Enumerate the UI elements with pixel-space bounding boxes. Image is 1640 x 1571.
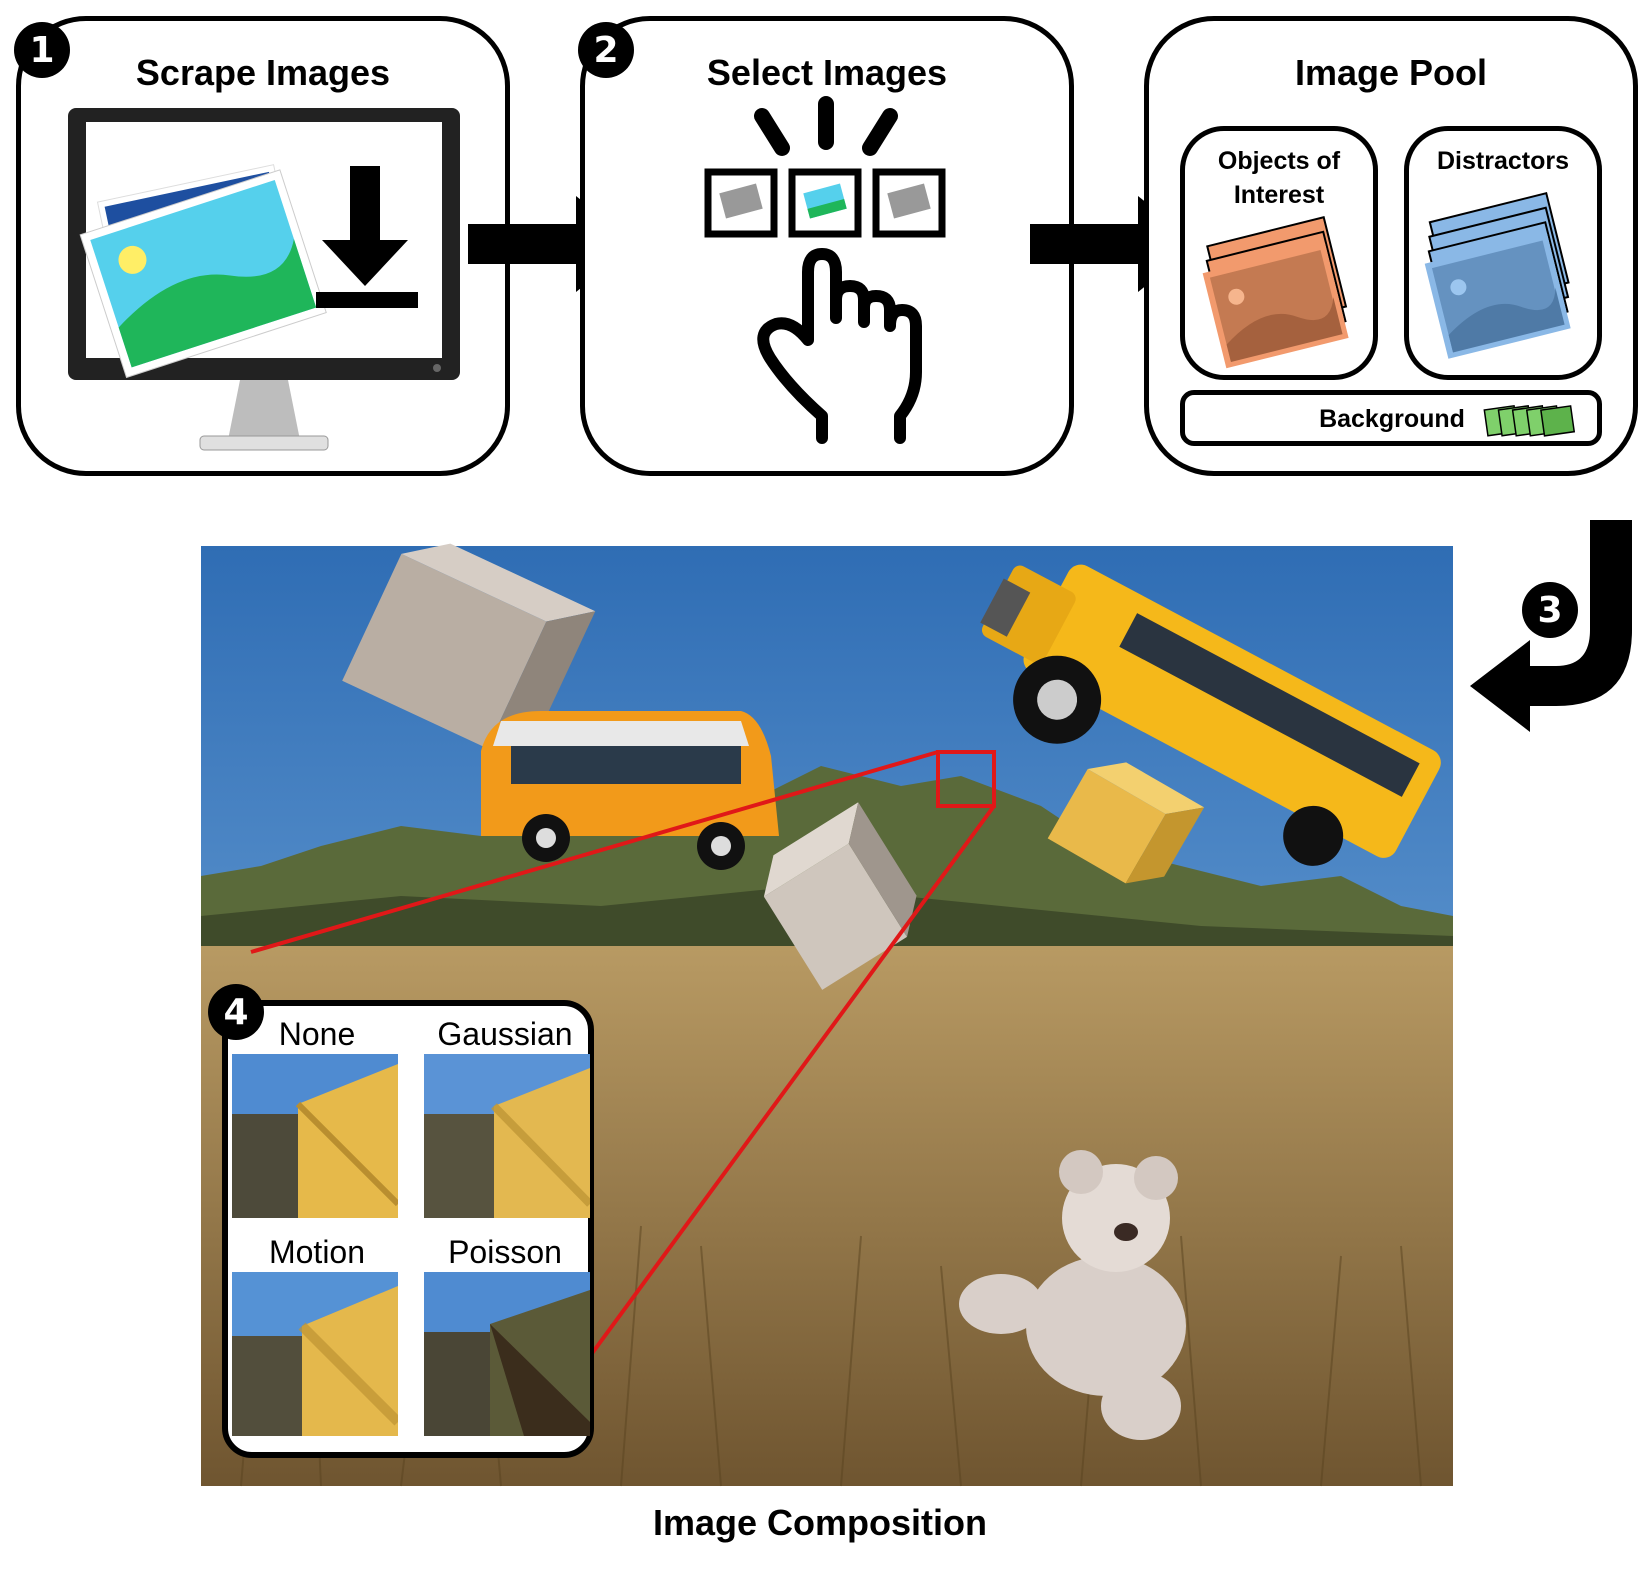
blend-label-none: None <box>278 1016 356 1052</box>
background-images-stack-icon <box>1483 404 1576 437</box>
thumbnail-poisson <box>424 1272 590 1436</box>
select-hand-icon <box>704 96 946 444</box>
objects-of-interest-label: Objects of Interest <box>1217 147 1341 209</box>
thumbnail-none <box>232 1054 398 1218</box>
objects-images-stack-icon <box>1202 216 1349 369</box>
curved-arrow-icon <box>1470 520 1632 732</box>
step-4-badge: 4 <box>208 984 264 1040</box>
select-images-title: Select Images <box>706 52 948 93</box>
thumbnail-motion <box>232 1272 398 1436</box>
thumbnail-gaussian <box>424 1054 590 1218</box>
step-1-badge: 1 <box>14 22 70 78</box>
distractors-images-stack-icon <box>1424 191 1571 359</box>
step-3-badge: 3 <box>1522 582 1578 638</box>
image-pool-title: Image Pool <box>1294 52 1488 93</box>
distractors-label: Distractors <box>1437 147 1569 175</box>
blend-label-poisson: Poisson <box>448 1234 562 1270</box>
blend-label-motion: Motion <box>268 1234 366 1270</box>
image-composition-caption: Image Composition <box>652 1502 988 1543</box>
background-label: Background <box>1319 405 1465 433</box>
step-2-badge: 2 <box>578 22 634 78</box>
background-box <box>1180 390 1602 446</box>
monitor-download-icon <box>68 108 460 451</box>
scrape-images-title: Scrape Images <box>135 52 391 93</box>
blend-label-gaussian: Gaussian <box>437 1016 573 1052</box>
